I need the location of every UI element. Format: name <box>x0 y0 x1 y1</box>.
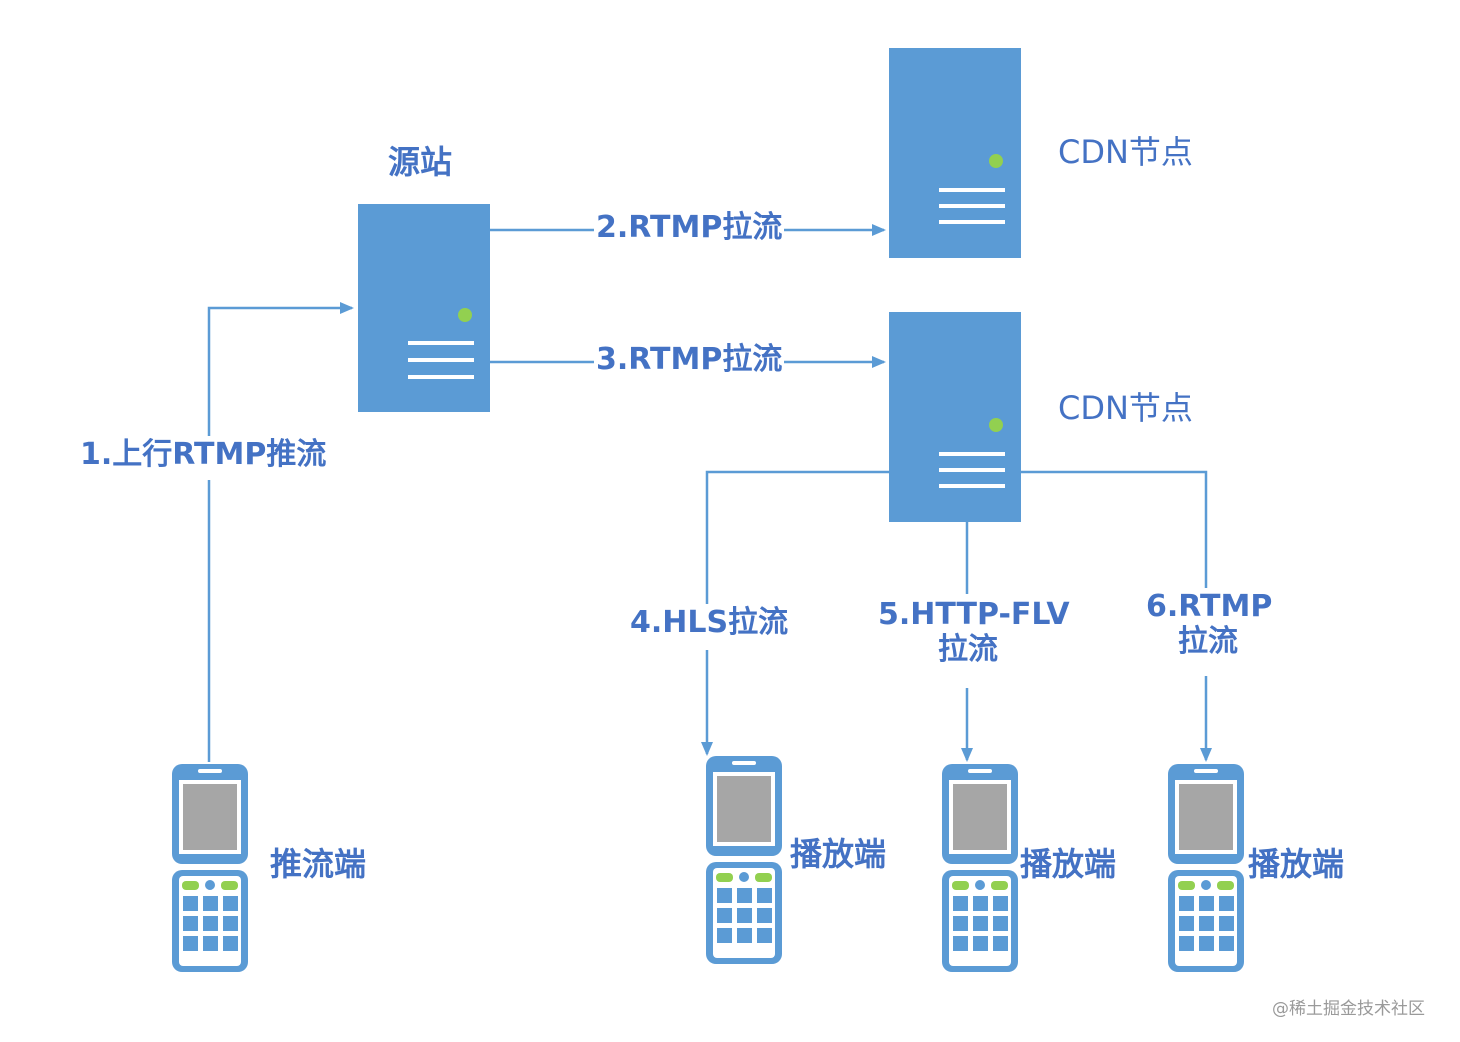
push-connector <box>207 302 354 762</box>
origin-label: 源站 <box>388 143 453 181</box>
hls-connector <box>701 470 890 756</box>
cdn-mid-label: CDN节点 <box>1058 389 1193 427</box>
cdn-server-mid-icon <box>889 312 1021 522</box>
step6-label-line2: 拉流 <box>1178 623 1238 659</box>
player-phone-1-icon <box>706 756 782 964</box>
step3-label: 3.RTMP拉流 <box>596 342 783 377</box>
player-3-label: 播放端 <box>1248 845 1345 883</box>
cdn-top-label: CDN节点 <box>1058 133 1193 171</box>
step6-label: 6.RTMP 拉流 <box>1146 589 1273 659</box>
step2-label: 2.RTMP拉流 <box>596 210 783 245</box>
watermark: @稀土掘金技术社区 <box>1272 999 1425 1019</box>
step6-label-line1: 6.RTMP <box>1146 589 1273 624</box>
cdn-server-top-icon <box>889 48 1021 258</box>
step5-label-line1: 5.HTTP-FLV <box>878 597 1070 632</box>
player-2-label: 播放端 <box>1020 845 1117 883</box>
origin-server-icon <box>358 204 490 412</box>
player-phone-3-icon <box>1168 764 1244 972</box>
step1-label: 1.上行RTMP推流 <box>80 437 327 472</box>
player-1-label: 播放端 <box>790 835 887 873</box>
step4-label: 4.HLS拉流 <box>630 605 789 640</box>
pusher-label: 推流端 <box>270 845 367 883</box>
step5-label: 5.HTTP-FLV 拉流 <box>878 597 1070 667</box>
pusher-phone-icon <box>172 764 248 972</box>
player-phone-2-icon <box>942 764 1018 972</box>
step5-label-line2: 拉流 <box>938 631 998 667</box>
